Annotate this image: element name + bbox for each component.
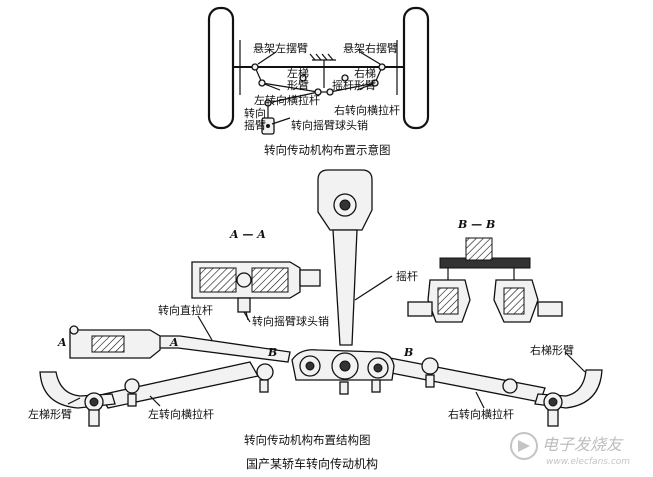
schematic-left-tie-rod: 左转向横拉杆 [254,93,320,107]
elecfans-logo-icon [510,432,538,460]
schematic-right-knuckle-arm: 悬架右摆臂 [343,41,398,55]
schematic-right-tie-rod: 右转向横拉杆 [334,103,400,117]
watermark-url: www.elecfans.com [546,457,630,467]
section-bb-label: B — B [457,218,495,231]
left-wheel [207,6,235,130]
marker-b-right: B [403,346,413,359]
schematic-pitman-arm: 转向摇臂 [244,106,266,132]
watermark-brand: 电子发烧友 [542,435,624,454]
schematic-rocker: 摇杆 [332,78,354,92]
marker-a-left: A [57,336,67,349]
structure-left-tie-rod: 左转向横拉杆 [148,407,214,421]
marker-b-left: B [267,346,277,359]
structure-caption: 转向传动机构布置结构图 [244,433,371,447]
marker-a-right: A [169,336,179,349]
structure-right-tie-rod: 右转向横拉杆 [448,407,514,421]
schematic-left-trapezoid-arm: 左梯形臂 [287,67,309,92]
structure-rocker: 摇杆 [396,269,418,283]
structure-left-trapezoid-arm: 左梯形臂 [28,408,72,421]
schematic-caption: 转向传动机构布置示意图 [264,143,391,157]
schematic-diagram: 悬架左摆臂 悬架右摆臂 左梯形臂 右梯形臂 摇杆 左转向横拉杆 右转向横拉杆 转… [207,6,430,157]
watermark: 电子发烧友 www.elecfans.com [510,432,630,467]
right-wheel [402,6,430,130]
schematic-pitman-ball-pin: 转向摇臂球头销 [291,118,368,132]
figure-title: 国产某轿车转向传动机构 [246,456,378,471]
section-aa-label: A — A [229,228,266,241]
structure-pitman-ball-pin: 转向摇臂球头销 [252,314,329,328]
structure-diagram: A A B B A — A B — B 摇杆 转向直拉杆 [28,169,603,447]
schematic-left-knuckle-arm: 悬架左摆臂 [253,41,308,55]
structure-right-trapezoid-arm: 右梯形臂 [530,343,574,357]
schematic-right-trapezoid-arm: 右梯形臂 [354,66,376,92]
structure-drag-link: 转向直拉杆 [158,303,213,317]
